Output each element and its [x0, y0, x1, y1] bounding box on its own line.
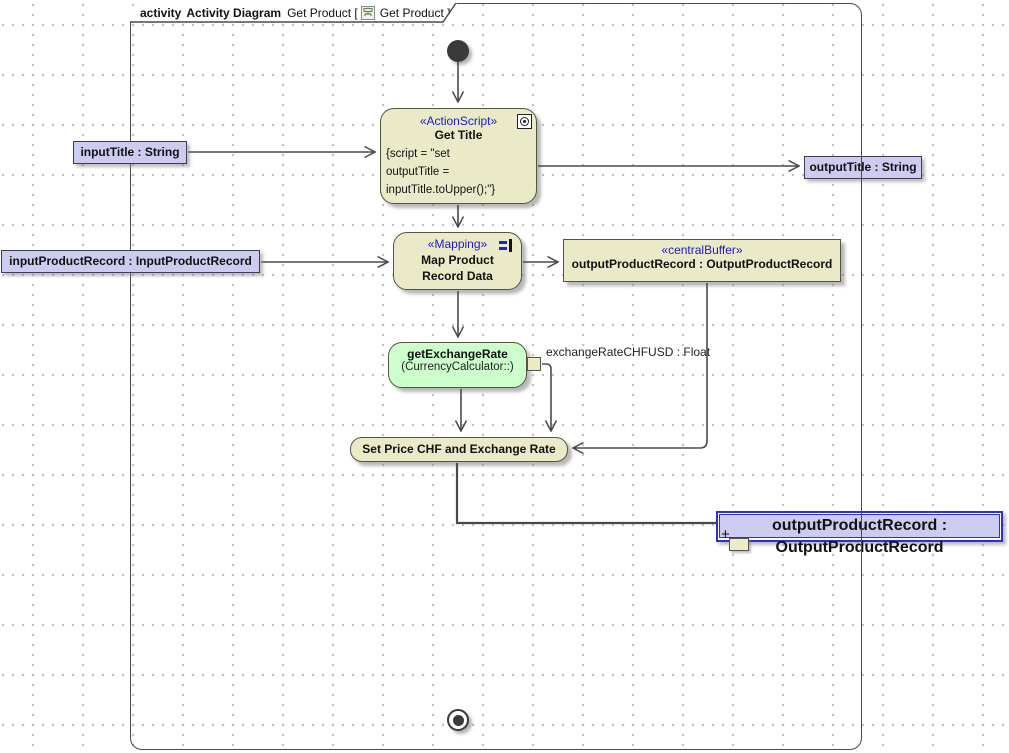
parameter-output-title[interactable]: outputTitle : String [804, 156, 922, 179]
central-buffer-node[interactable]: «centralBuffer» outputProductRecord : Ou… [563, 239, 841, 282]
get-exchange-rate-name: getExchangeRate [407, 347, 508, 361]
central-buffer-name: outputProductRecord : OutputProductRecor… [571, 257, 833, 271]
output-pin[interactable] [527, 357, 541, 371]
action-set-price[interactable]: Set Price CHF and Exchange Rate [350, 437, 568, 462]
frame-keyword: activity [140, 5, 182, 20]
frame-header[interactable]: activity Activity Diagram Get Product [ … [130, 3, 457, 22]
activity-final-node[interactable] [447, 709, 469, 731]
map-product-name: Map Product Record Data [421, 253, 494, 283]
edge-central-buffer-to-set-price[interactable] [573, 283, 708, 448]
script-line: {script = "set [386, 148, 450, 160]
get-title-stereotype: «ActionScript» [419, 114, 498, 128]
action-get-title[interactable]: «ActionScript» Get Title {script = "set … [380, 108, 537, 204]
get-title-script: {script = "set outputTitle = inputTitle.… [381, 142, 536, 199]
script-line: outputTitle = [386, 166, 450, 178]
selection-pin-handle[interactable] [729, 538, 749, 551]
frame-context-close: Get Product ] [379, 5, 451, 20]
frame-diagram-name: Activity Diagram [186, 5, 282, 20]
parameter-output-product-record-label: outputProductRecord : OutputProductRecor… [719, 514, 1000, 556]
activity-diagram-icon [361, 6, 375, 20]
selection-plus-handle[interactable]: + [721, 526, 730, 543]
parameter-input-title[interactable]: inputTitle : String [73, 141, 187, 164]
mapping-icon [499, 238, 516, 252]
edge-exchange-pin-to-set-price[interactable] [542, 363, 551, 431]
map-product-stereotype: «Mapping» [427, 237, 488, 251]
central-buffer-stereotype: «centralBuffer» [661, 243, 743, 257]
initial-node[interactable] [447, 40, 469, 62]
script-line: inputTitle.toUpper();"} [386, 184, 496, 196]
action-map-product-record-data[interactable]: «Mapping» Map Product Record Data [393, 232, 522, 290]
parameter-output-product-record-selected[interactable]: outputProductRecord : OutputProductRecor… [716, 511, 1003, 556]
behavior-icon [517, 114, 532, 129]
action-get-exchange-rate[interactable]: getExchangeRate (CurrencyCalculator::) [388, 342, 527, 388]
edge-set-price-to-output-product-record[interactable] [455, 463, 716, 525]
get-title-name: Get Title [434, 128, 483, 142]
pin-label: exchangeRateCHFUSD : Float [546, 345, 711, 359]
parameter-input-product-record[interactable]: inputProductRecord : InputProductRecord [1, 250, 260, 273]
frame-context: Get Product [ [287, 5, 358, 20]
get-exchange-rate-qualifier: (CurrencyCalculator::) [401, 361, 514, 373]
